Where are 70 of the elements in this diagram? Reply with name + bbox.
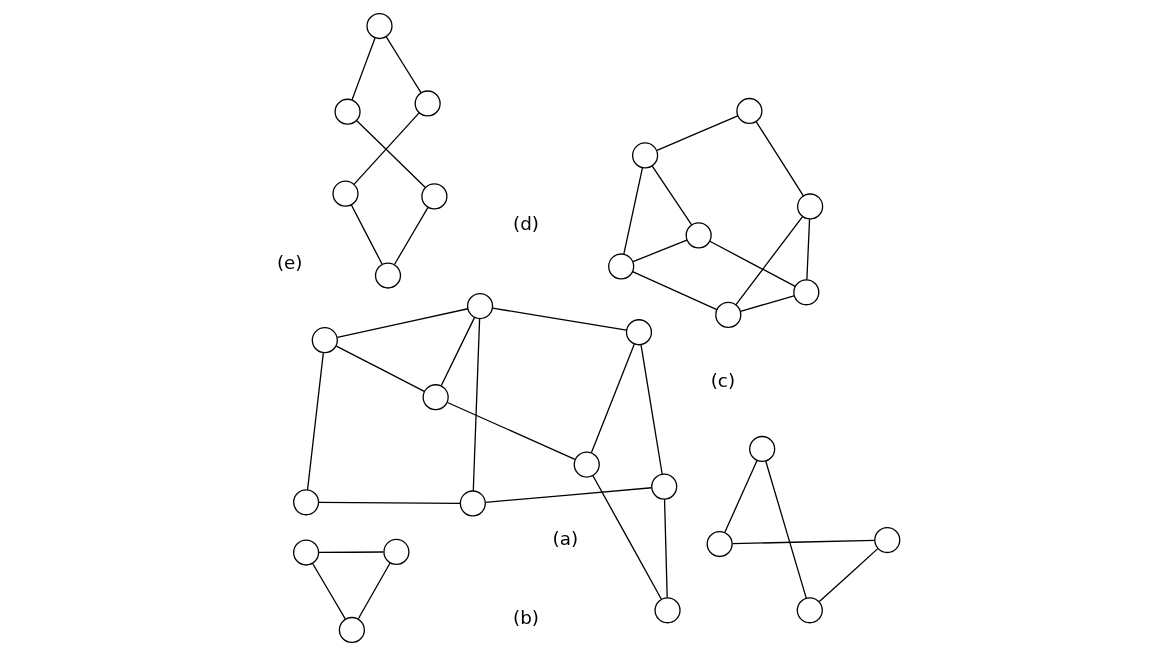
node-circle [293, 489, 320, 516]
connector [663, 498, 668, 599]
connector [491, 307, 628, 331]
node-circle [796, 597, 823, 624]
connector [590, 343, 635, 454]
connector [355, 119, 426, 188]
connector [306, 352, 324, 491]
connector [765, 460, 807, 599]
node-circle [625, 319, 653, 346]
node-circle [414, 90, 441, 117]
connector [336, 308, 469, 339]
node-circle [421, 183, 448, 210]
connector [640, 344, 663, 475]
node-circle [366, 12, 393, 40]
node-circle [466, 292, 494, 320]
node-circle [736, 97, 763, 125]
node-circle [715, 301, 742, 329]
node-circle [573, 451, 600, 478]
node-circle [293, 539, 320, 566]
connector [351, 37, 376, 101]
connector [317, 501, 461, 505]
node-circle [422, 384, 449, 411]
connector [311, 562, 346, 620]
connector [656, 115, 739, 151]
connector [709, 240, 796, 288]
connector [731, 539, 876, 545]
connector [357, 562, 391, 620]
connector [485, 487, 653, 503]
connector [440, 316, 476, 387]
node-circle [749, 435, 776, 463]
node-circle [654, 597, 681, 624]
node-circle [459, 490, 486, 517]
node-circle [793, 279, 820, 306]
node-circle [332, 180, 359, 207]
connector [739, 295, 795, 313]
connector [335, 345, 425, 392]
node-circle [608, 253, 635, 280]
connector [735, 216, 803, 306]
connector [806, 218, 811, 281]
connector [632, 239, 688, 263]
node-circle [797, 193, 824, 220]
connector [472, 318, 481, 492]
node-circle [383, 538, 410, 566]
label: (a) [552, 527, 579, 549]
connector [350, 204, 383, 265]
connector [755, 121, 805, 197]
connector [446, 401, 576, 460]
connector [353, 112, 420, 186]
connector [623, 167, 644, 255]
node-circle [651, 473, 678, 500]
node-circle [685, 222, 712, 249]
connector [592, 474, 663, 600]
node-circle [631, 142, 659, 169]
node-circle [338, 616, 365, 644]
connector [393, 206, 429, 266]
node-circle [874, 526, 901, 554]
connector [818, 548, 879, 603]
node-circle [374, 262, 402, 289]
label: (c) [710, 370, 736, 392]
label: (d) [513, 212, 539, 234]
label: (e) [276, 252, 303, 274]
node-circle [334, 98, 361, 125]
connector [724, 460, 758, 533]
node-circle [311, 327, 338, 354]
label: (b) [513, 606, 539, 628]
node-circle [706, 530, 733, 558]
connector [318, 551, 385, 554]
connector [631, 270, 718, 311]
connector [651, 165, 693, 226]
connector [385, 36, 422, 94]
